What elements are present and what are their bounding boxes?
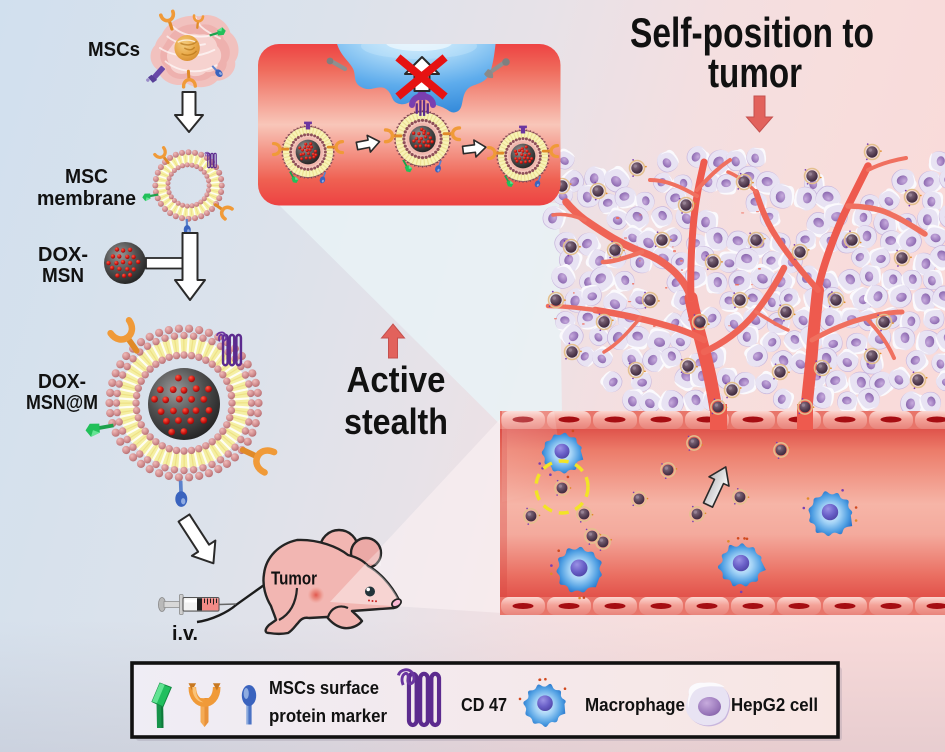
svg-text:MSN@M: MSN@M xyxy=(26,392,98,414)
svg-text:DOX-: DOX- xyxy=(38,371,86,393)
svg-text:CD 47: CD 47 xyxy=(461,695,507,715)
svg-text:Active: Active xyxy=(347,359,446,400)
svg-text:Self-position to: Self-position to xyxy=(630,9,874,56)
svg-text:stealth: stealth xyxy=(344,401,448,442)
svg-text:tumor: tumor xyxy=(708,49,802,96)
svg-text:i.v.: i.v. xyxy=(172,623,198,645)
svg-text:Tumor: Tumor xyxy=(271,569,317,589)
svg-text:MSC: MSC xyxy=(65,166,108,188)
svg-text:MSCs: MSCs xyxy=(88,39,140,61)
svg-text:membrane: membrane xyxy=(37,188,136,210)
svg-text:HepG2 cell: HepG2 cell xyxy=(731,695,818,715)
svg-text:Macrophage: Macrophage xyxy=(585,695,685,715)
svg-text:MSCs surface: MSCs surface xyxy=(269,678,379,698)
svg-text:protein marker: protein marker xyxy=(269,706,387,726)
svg-text:MSN: MSN xyxy=(42,265,84,287)
svg-text:DOX-: DOX- xyxy=(38,244,88,266)
